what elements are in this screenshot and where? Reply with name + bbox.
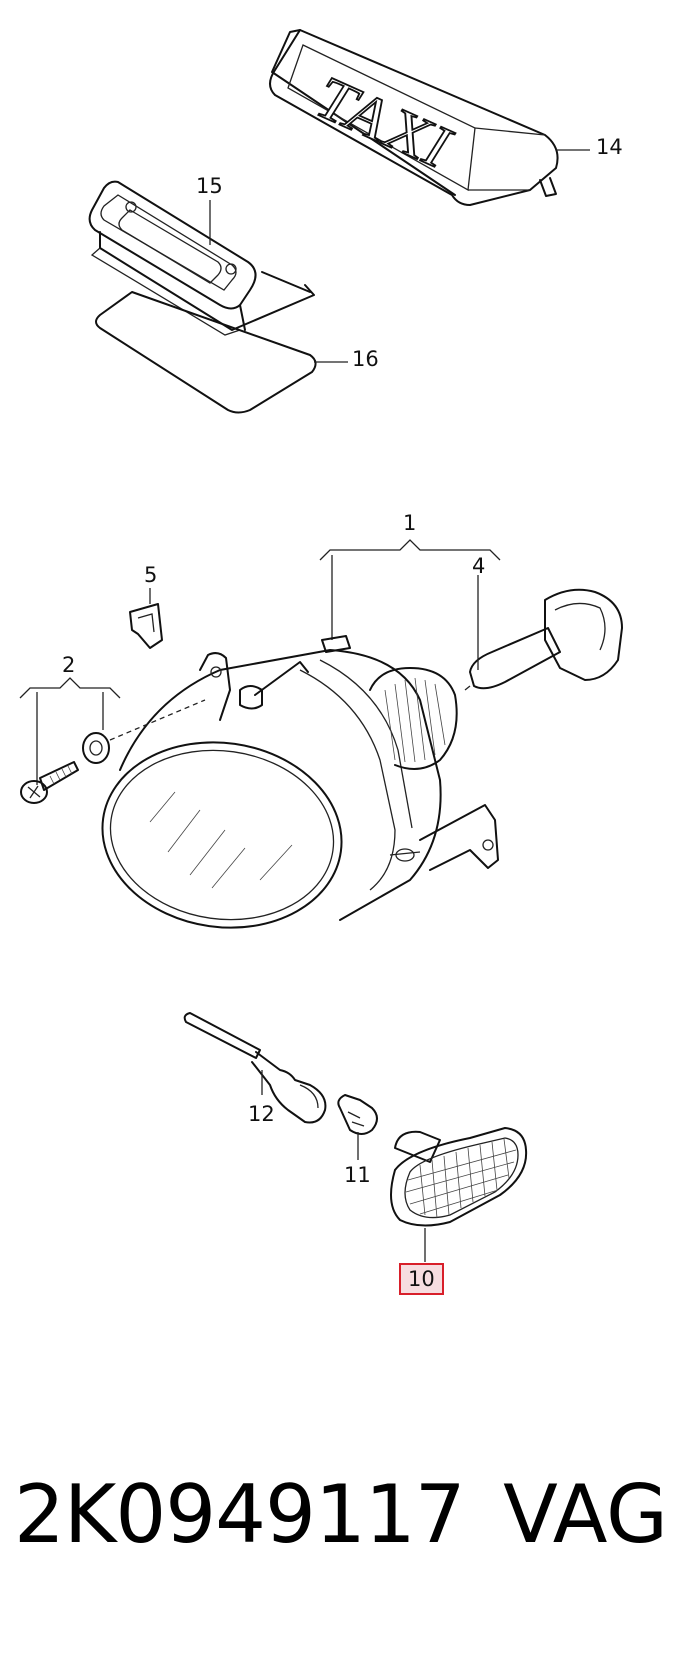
callout-5: 5: [144, 563, 158, 587]
side-marker-lamp: [390, 1127, 528, 1262]
brand-name: VAG: [503, 1468, 668, 1561]
taxi-roof-sign: TAXI: [269, 29, 590, 206]
callout-11: 11: [344, 1163, 371, 1187]
door-handle-assembly: [88, 180, 315, 336]
callout-4: 4: [472, 554, 486, 578]
spring-clip: [129, 588, 163, 649]
screw-and-washer: [19, 677, 121, 804]
exploded-parts-diagram: TAXI: [19, 29, 623, 1262]
callout-10-highlighted[interactable]: 10: [399, 1263, 444, 1295]
wedge-bulb: [337, 1094, 378, 1160]
callout-1: 1: [403, 511, 417, 535]
bulb-h11: [464, 575, 623, 691]
taxi-sign-lettering: TAXI: [302, 66, 464, 179]
callout-2: 2: [62, 653, 76, 677]
callout-15: 15: [196, 174, 223, 198]
gasket: [95, 291, 348, 414]
callout-12: 12: [248, 1102, 275, 1126]
callout-14: 14: [596, 135, 623, 159]
fog-lamp-assembly: [101, 539, 501, 929]
bulb-socket-harness: [183, 1012, 327, 1124]
callout-16: 16: [352, 347, 379, 371]
part-number: 2K0949117: [14, 1468, 466, 1561]
